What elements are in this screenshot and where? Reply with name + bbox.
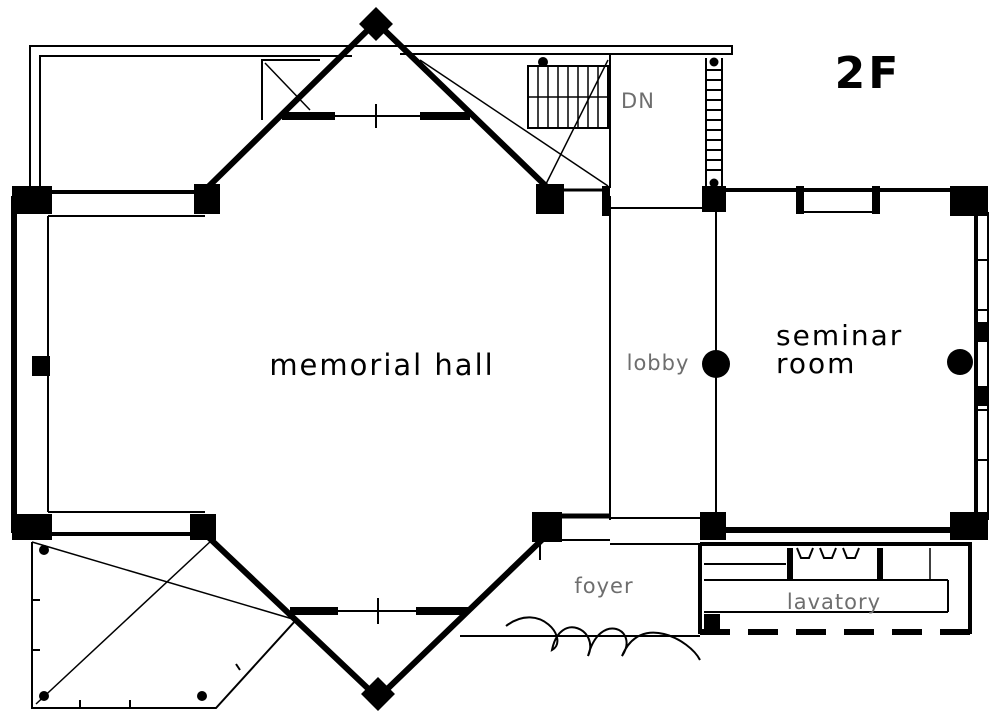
lobby-walls	[609, 54, 730, 545]
seminar-room-label-line1: seminar	[776, 319, 903, 352]
foyer-walls	[460, 540, 701, 661]
hall-bottom-bay	[202, 531, 551, 703]
memorial-hall-label: memorial hall	[269, 348, 494, 382]
lower-terrace	[31, 539, 297, 709]
wall-posts	[12, 7, 610, 711]
seminar-posts	[700, 186, 988, 540]
ladder	[705, 57, 723, 188]
lavatory-walls	[698, 542, 972, 635]
lobby-label: lobby	[627, 351, 690, 375]
terrace-outline	[29, 45, 733, 188]
seminar-walls	[716, 188, 989, 533]
staircase	[527, 57, 609, 129]
seminar-room-label-line2: room	[776, 347, 856, 380]
foyer-label: foyer	[574, 574, 633, 598]
lavatory-label: lavatory	[787, 590, 881, 614]
floor-label: 2F	[835, 48, 902, 99]
hall-top-bay	[202, 17, 553, 193]
stair-dn-label: DN	[621, 89, 655, 113]
